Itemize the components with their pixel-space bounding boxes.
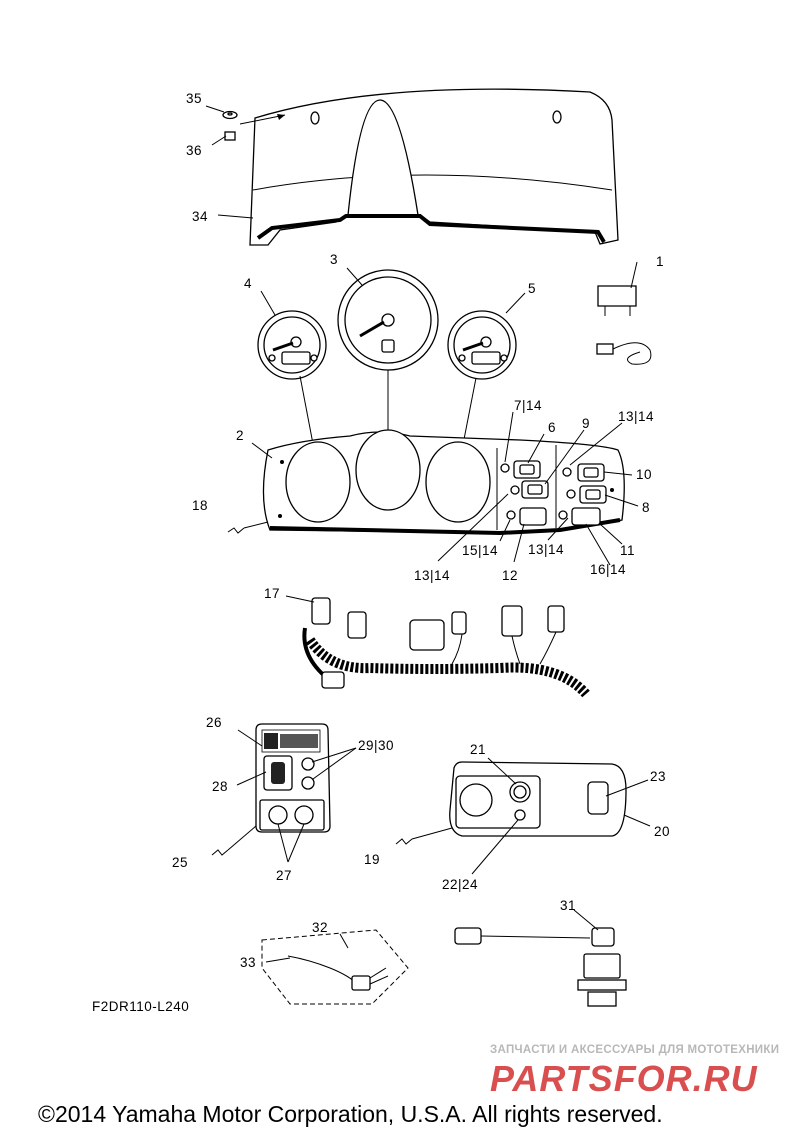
- callout-21: 21: [470, 742, 486, 757]
- callout-2: 2: [236, 428, 244, 443]
- callout-1: 1: [656, 254, 664, 269]
- callout-13-14-mid: 13|14: [528, 542, 564, 557]
- washer-part-35: [222, 110, 238, 120]
- callout-29-30: 29|30: [358, 738, 394, 753]
- callout-22-24: 22|24: [442, 877, 478, 892]
- callout-13-14-top: 13|14: [618, 409, 654, 424]
- leader-lines: [205, 105, 651, 963]
- wire-harness-part-17: [302, 597, 590, 698]
- callout-35: 35: [186, 91, 202, 106]
- callout-8: 8: [642, 500, 650, 515]
- diagram-code: F2DR110-L240: [92, 999, 189, 1014]
- callout-28: 28: [212, 779, 228, 794]
- switch-panel-part-26: [255, 723, 331, 833]
- callout-19: 19: [364, 852, 380, 867]
- speedometer-part-3: [337, 269, 439, 371]
- dash-cover-part-34: [249, 88, 619, 246]
- copyright-notice: ©2014 Yamaha Motor Corporation, U.S.A. A…: [38, 1101, 663, 1127]
- instrument-panel-part-2: [262, 429, 625, 536]
- callout-4: 4: [244, 276, 252, 291]
- watermark-logo: PARTSFOR.RU: [490, 1058, 758, 1099]
- callout-9: 9: [582, 416, 590, 431]
- callout-16-14: 16|14: [590, 562, 626, 577]
- callout-13-14-left: 13|14: [414, 568, 450, 583]
- callout-36: 36: [186, 143, 202, 158]
- callout-31: 31: [560, 898, 576, 913]
- callout-25: 25: [172, 855, 188, 870]
- wire-kit-part-32-33: [261, 929, 409, 1005]
- callout-18: 18: [192, 498, 208, 513]
- side-panel-part-20: [449, 761, 627, 837]
- callout-12: 12: [502, 568, 518, 583]
- callout-17: 17: [264, 586, 280, 601]
- callout-33: 33: [240, 955, 256, 970]
- callout-26: 26: [206, 715, 222, 730]
- sensor-part-31: [454, 927, 627, 1007]
- callout-27: 27: [276, 868, 292, 883]
- callout-34: 34: [192, 209, 208, 224]
- gauge-part-4: [257, 310, 327, 380]
- callout-32: 32: [312, 920, 328, 935]
- callout-11: 11: [620, 543, 635, 558]
- callout-23: 23: [650, 769, 666, 784]
- watermark-tagline: ЗАПЧАСТИ И АКСЕССУАРЫ ДЛЯ МОТОТЕХНИКИ: [490, 1044, 780, 1056]
- callout-labels: 35 36 34 1 3 4 5 7|14 13|14 2 6 9 10 18 …: [92, 91, 670, 1014]
- nut-part-36: [224, 131, 236, 141]
- callout-20: 20: [654, 824, 670, 839]
- callout-6: 6: [548, 420, 556, 435]
- callout-3: 3: [330, 252, 338, 267]
- gauge-part-5: [447, 310, 517, 380]
- callout-7-14: 7|14: [514, 398, 542, 413]
- callout-5: 5: [528, 281, 536, 296]
- callout-10: 10: [636, 467, 652, 482]
- callout-15-14: 15|14: [462, 543, 498, 558]
- module-part-1: [596, 285, 652, 365]
